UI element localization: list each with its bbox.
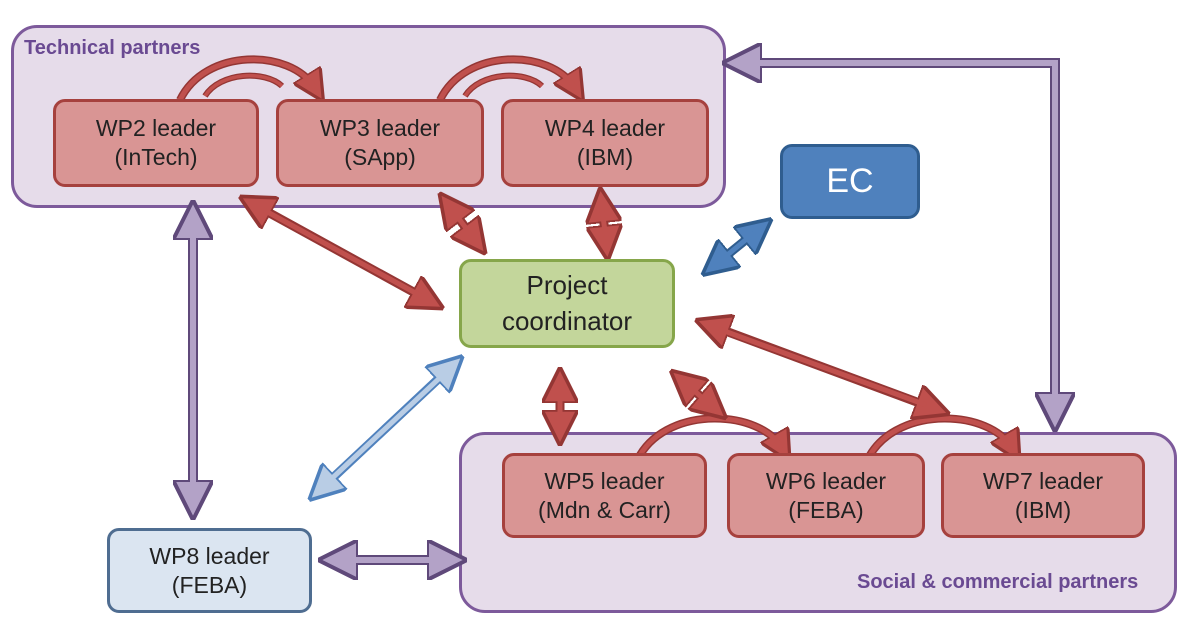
arrow-technical-social: [742, 63, 1055, 412]
arrow-coordinator-wp4: [602, 205, 606, 243]
curve-arrow-wp3-wp4: [436, 55, 575, 100]
project-coordinator-line2: coordinator: [501, 305, 633, 336]
wp2-leader-org: (InTech): [114, 144, 198, 170]
arrow-coordinator-ec: [716, 230, 758, 264]
wp6-leader-org: (FEBA): [788, 496, 864, 523]
wp6-leader-title: WP6 leader: [765, 467, 887, 494]
wp7-leader-title: WP7 leader: [982, 467, 1104, 494]
project-coordinator-box: Project coordinator: [459, 259, 675, 348]
arrow-coordinator-wp3: [450, 207, 475, 240]
social-commercial-partners-label: Social & commercial partners: [857, 571, 1139, 593]
arrow-coordinator-wp6: [684, 382, 713, 407]
wp5-leader-org: (Mdn & Carr): [538, 496, 671, 523]
curve-arrow-wp5-wp6: [636, 414, 782, 455]
wp8-leader-org: (FEBA): [171, 571, 248, 598]
curve-arrow-wp6-wp7: [866, 414, 1012, 455]
wp3-leader-box: WP3 leader (SApp): [276, 99, 484, 187]
wp3-leader-org: (SApp): [344, 144, 416, 170]
wp8-leader-title: WP8 leader: [149, 542, 270, 569]
arrow-coordinator-wp7: [712, 326, 933, 408]
project-coordinator-line1: Project: [526, 270, 608, 301]
ec-box: EC: [780, 144, 920, 219]
wp7-leader-org: (IBM): [1014, 496, 1072, 523]
wp4-leader-title: WP4 leader: [544, 115, 666, 142]
arrow-coordinator-wp2: [255, 205, 428, 300]
wp7-leader-box: WP7 leader (IBM): [941, 453, 1145, 538]
wp2-leader-title: WP2 leader: [95, 115, 217, 142]
arrow-coordinator-wp8: [322, 368, 450, 488]
wp5-leader-title: WP5 leader: [544, 467, 665, 494]
wp5-leader-box: WP5 leader (Mdn & Carr): [502, 453, 707, 538]
ec-label: EC: [826, 162, 874, 201]
wp4-leader-org: (IBM): [576, 144, 634, 170]
technical-partners-label: Technical partners: [24, 37, 201, 59]
wp2-leader-box: WP2 leader (InTech): [53, 99, 259, 187]
curve-arrow-wp2-wp3: [176, 55, 315, 100]
wp3-leader-title: WP3 leader: [319, 115, 441, 142]
wp8-leader-box: WP8 leader (FEBA): [107, 528, 312, 613]
wp6-leader-box: WP6 leader (FEBA): [727, 453, 925, 538]
wp4-leader-box: WP4 leader (IBM): [501, 99, 709, 187]
